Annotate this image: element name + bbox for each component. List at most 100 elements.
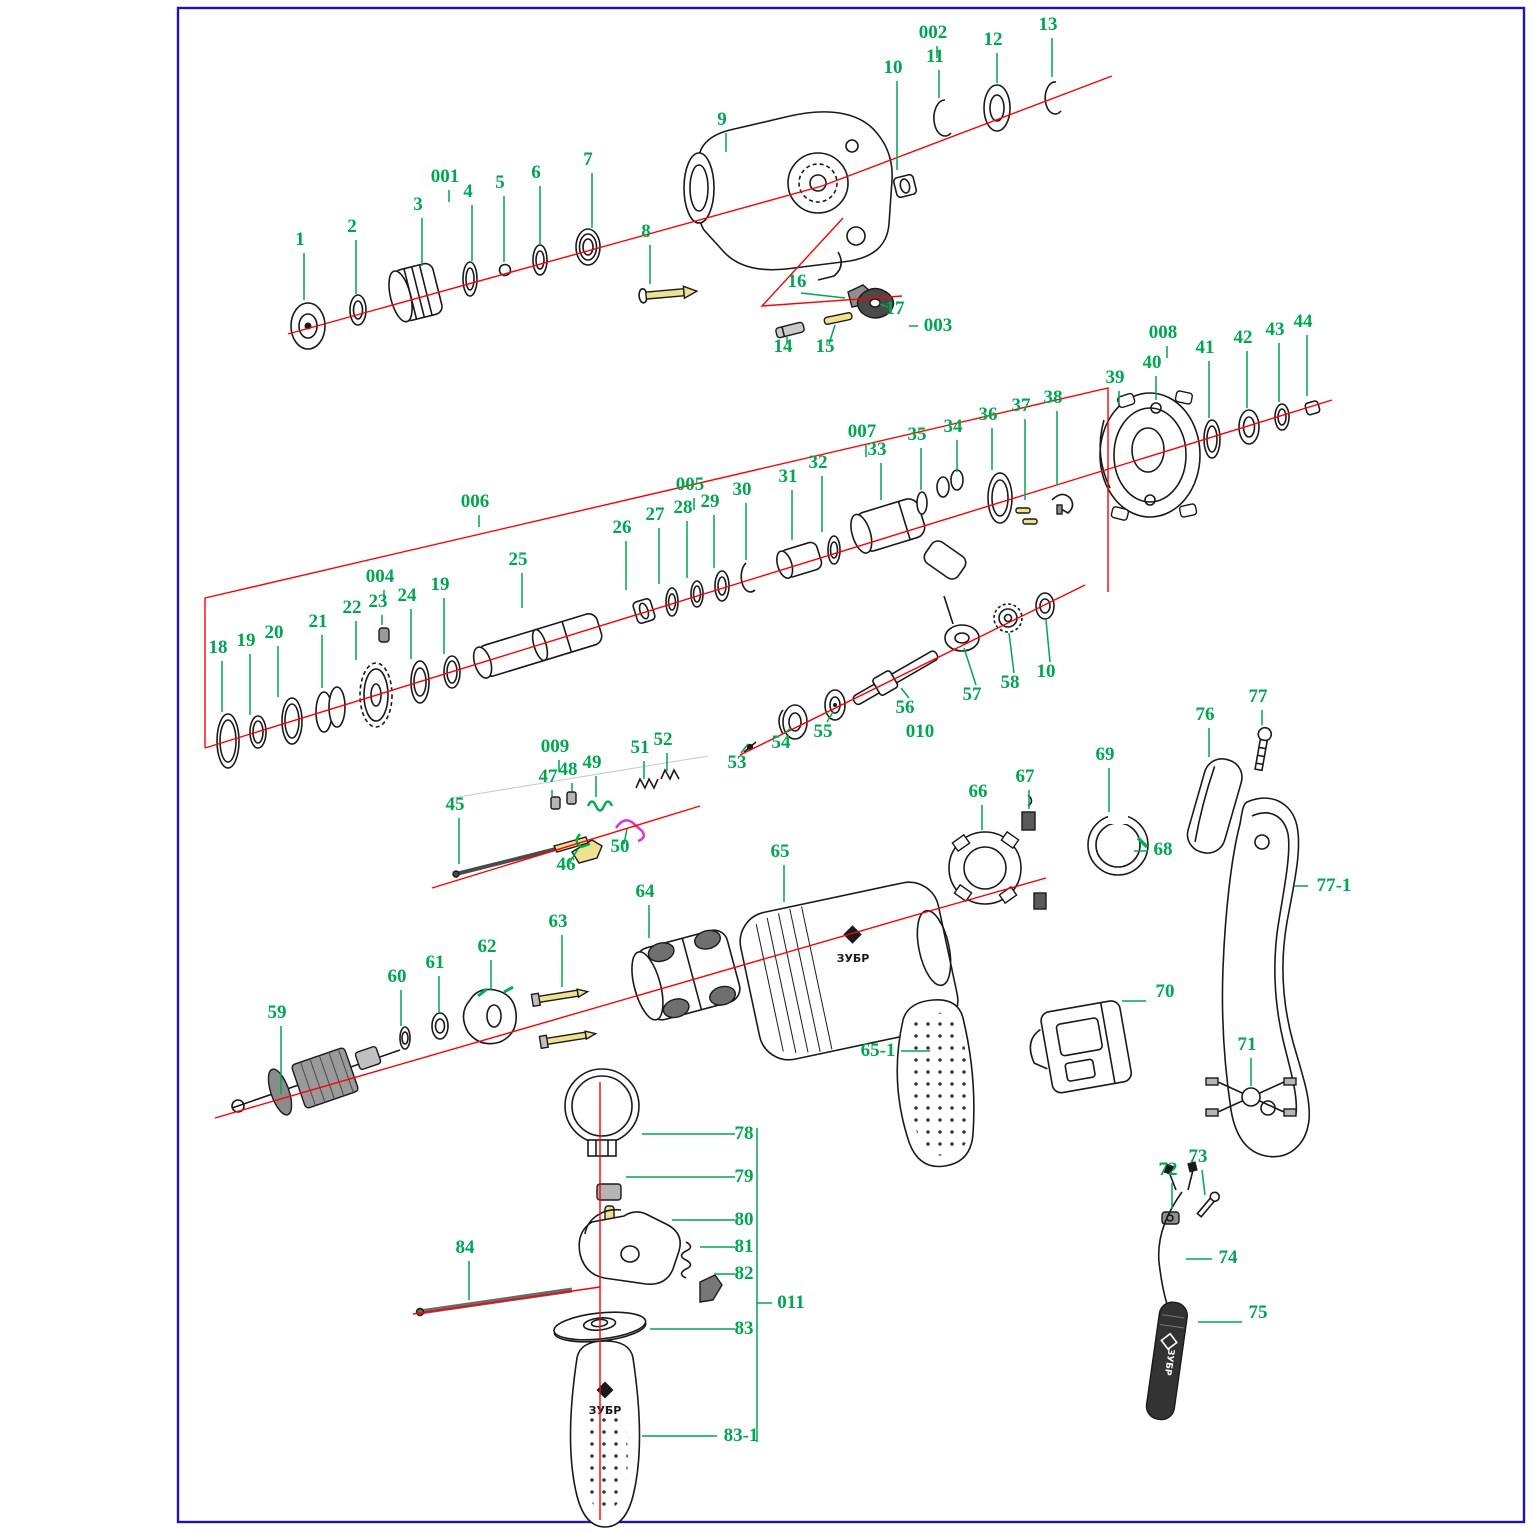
part-label-83-77: 77 [1249, 686, 1269, 707]
part-label-65-51: 51 [631, 737, 650, 758]
part-31-cylinder [776, 541, 823, 580]
part-label-44-25: 25 [509, 549, 528, 570]
part-label-37-26: 26 [613, 517, 632, 538]
part-14-pin [775, 321, 805, 339]
part-50-wire-magenta [614, 819, 646, 843]
part-label-50-20: 20 [265, 622, 284, 643]
part-label-67-45: 45 [446, 794, 465, 815]
part-3-front-collar [388, 262, 443, 323]
axis-line-2 [204, 387, 1109, 748]
part-label-82-76: 76 [1196, 704, 1215, 725]
part-label-84-77-1: 77-1 [1317, 875, 1352, 896]
part-label-57-56: 56 [896, 697, 915, 718]
part-17-mode-knob [856, 287, 895, 319]
axis-line-3 [204, 399, 1333, 749]
part-9-gearbox-housing [683, 111, 893, 281]
leader-line-15 [828, 324, 836, 345]
part-48-sleeve [566, 791, 577, 805]
part-label-41-30: 30 [733, 479, 752, 500]
part-label-98-84: 84 [456, 1237, 476, 1258]
part-27-washer [665, 587, 679, 617]
part-57-crank-gear [943, 595, 980, 652]
part-label-52-18: 18 [209, 637, 228, 658]
leader-line-16 [800, 292, 846, 299]
part-6-washer [532, 244, 548, 276]
part-35-ring [916, 491, 928, 515]
part-64-stator [631, 929, 741, 1021]
brand-logo-text-plug: ЗУБР [1162, 1348, 1176, 1376]
leader-line-57 [963, 647, 977, 686]
leader-line-17 [879, 303, 889, 308]
part-61-bearing [431, 1012, 449, 1040]
part-label-89-74: 74 [1219, 1247, 1239, 1268]
leader-line-53 [740, 743, 749, 754]
part-74-power-cord [1157, 1161, 1198, 1305]
leader-line-55 [826, 711, 834, 723]
part-label-90-75: 75 [1249, 1302, 1268, 1323]
axis-line-6 [214, 877, 1047, 1119]
part-71-cord-clamp [1205, 1077, 1297, 1117]
part-label-11-10: 10 [884, 57, 903, 78]
part-11-circlip [933, 99, 952, 137]
part-label-2-2: 2 [347, 216, 357, 237]
part-label-88-73: 73 [1189, 1146, 1208, 1167]
part-80-handle-base [578, 1208, 681, 1286]
part-62-bearing-retainer [462, 985, 517, 1045]
part-83-1-handle-grip: ЗУБР [569, 1340, 641, 1528]
part-69-bearing-shell [1087, 812, 1149, 876]
part-28-washer [690, 580, 704, 608]
part-label-27-007: 007 [848, 421, 877, 442]
part-label-9-002: 002 [919, 22, 948, 43]
part-label-68-46: 46 [557, 854, 576, 875]
part-37-pins [1015, 507, 1038, 525]
part-label-29-32: 32 [809, 452, 828, 473]
part-label-79-67: 67 [1016, 766, 1036, 787]
part-10b-bearing [1035, 592, 1055, 620]
part-label-93-80: 80 [735, 1209, 754, 1230]
part-label-72-63: 63 [549, 911, 568, 932]
part-label-51-19: 19 [237, 630, 256, 651]
part-label-77-65-1: 65-1 [861, 1040, 896, 1061]
leader-line-10 [1045, 619, 1051, 663]
part-32-washer [827, 535, 841, 565]
part-label-32-34: 34 [944, 416, 964, 437]
part-label-25-43: 43 [1266, 319, 1285, 340]
part-52-spring [660, 768, 680, 781]
part-label-42-006: 006 [461, 491, 490, 512]
axis-line-8 [412, 1286, 601, 1315]
part-4-washer [462, 261, 478, 297]
part-12-bearing [983, 84, 1011, 132]
part-label-92-79: 79 [735, 1166, 754, 1187]
axis-line-5 [431, 805, 701, 889]
part-47-sleeve [550, 796, 561, 810]
part-label-56-55: 55 [814, 721, 833, 742]
brand-logo-text: ЗУБР [837, 952, 870, 965]
part-label-13-12: 12 [984, 29, 1003, 50]
axis-line-1 [760, 217, 903, 307]
part-label-60-10: 10 [1037, 661, 1056, 682]
part-label-61-009: 009 [541, 736, 570, 757]
part-60-washer [399, 1026, 411, 1050]
part-7-boot [575, 228, 601, 266]
axis-line-4 [739, 584, 1086, 756]
brand-logo-text-grip: ЗУБР [589, 1404, 622, 1417]
part-label-53-010: 010 [906, 721, 935, 742]
part-label-18-14: 14 [774, 336, 794, 357]
part-label-91-78: 78 [735, 1123, 754, 1144]
part-label-6-6: 6 [531, 162, 541, 183]
part-label-96-011: 011 [777, 1292, 804, 1313]
part-59-armature [231, 1046, 401, 1116]
part-label-12-11: 11 [926, 46, 944, 67]
part-label-8-8: 8 [641, 221, 651, 242]
part-34-o-rings [936, 469, 964, 498]
part-label-48-22: 22 [343, 597, 362, 618]
part-label-31-35: 35 [908, 424, 927, 445]
part-label-58-57: 57 [963, 684, 983, 705]
part-label-74-61: 61 [426, 952, 445, 973]
part-2-ring [349, 294, 367, 326]
part-label-36-005: 005 [676, 474, 705, 495]
part-label-35-38: 38 [1044, 387, 1063, 408]
part-label-0-001: 001 [431, 166, 460, 187]
